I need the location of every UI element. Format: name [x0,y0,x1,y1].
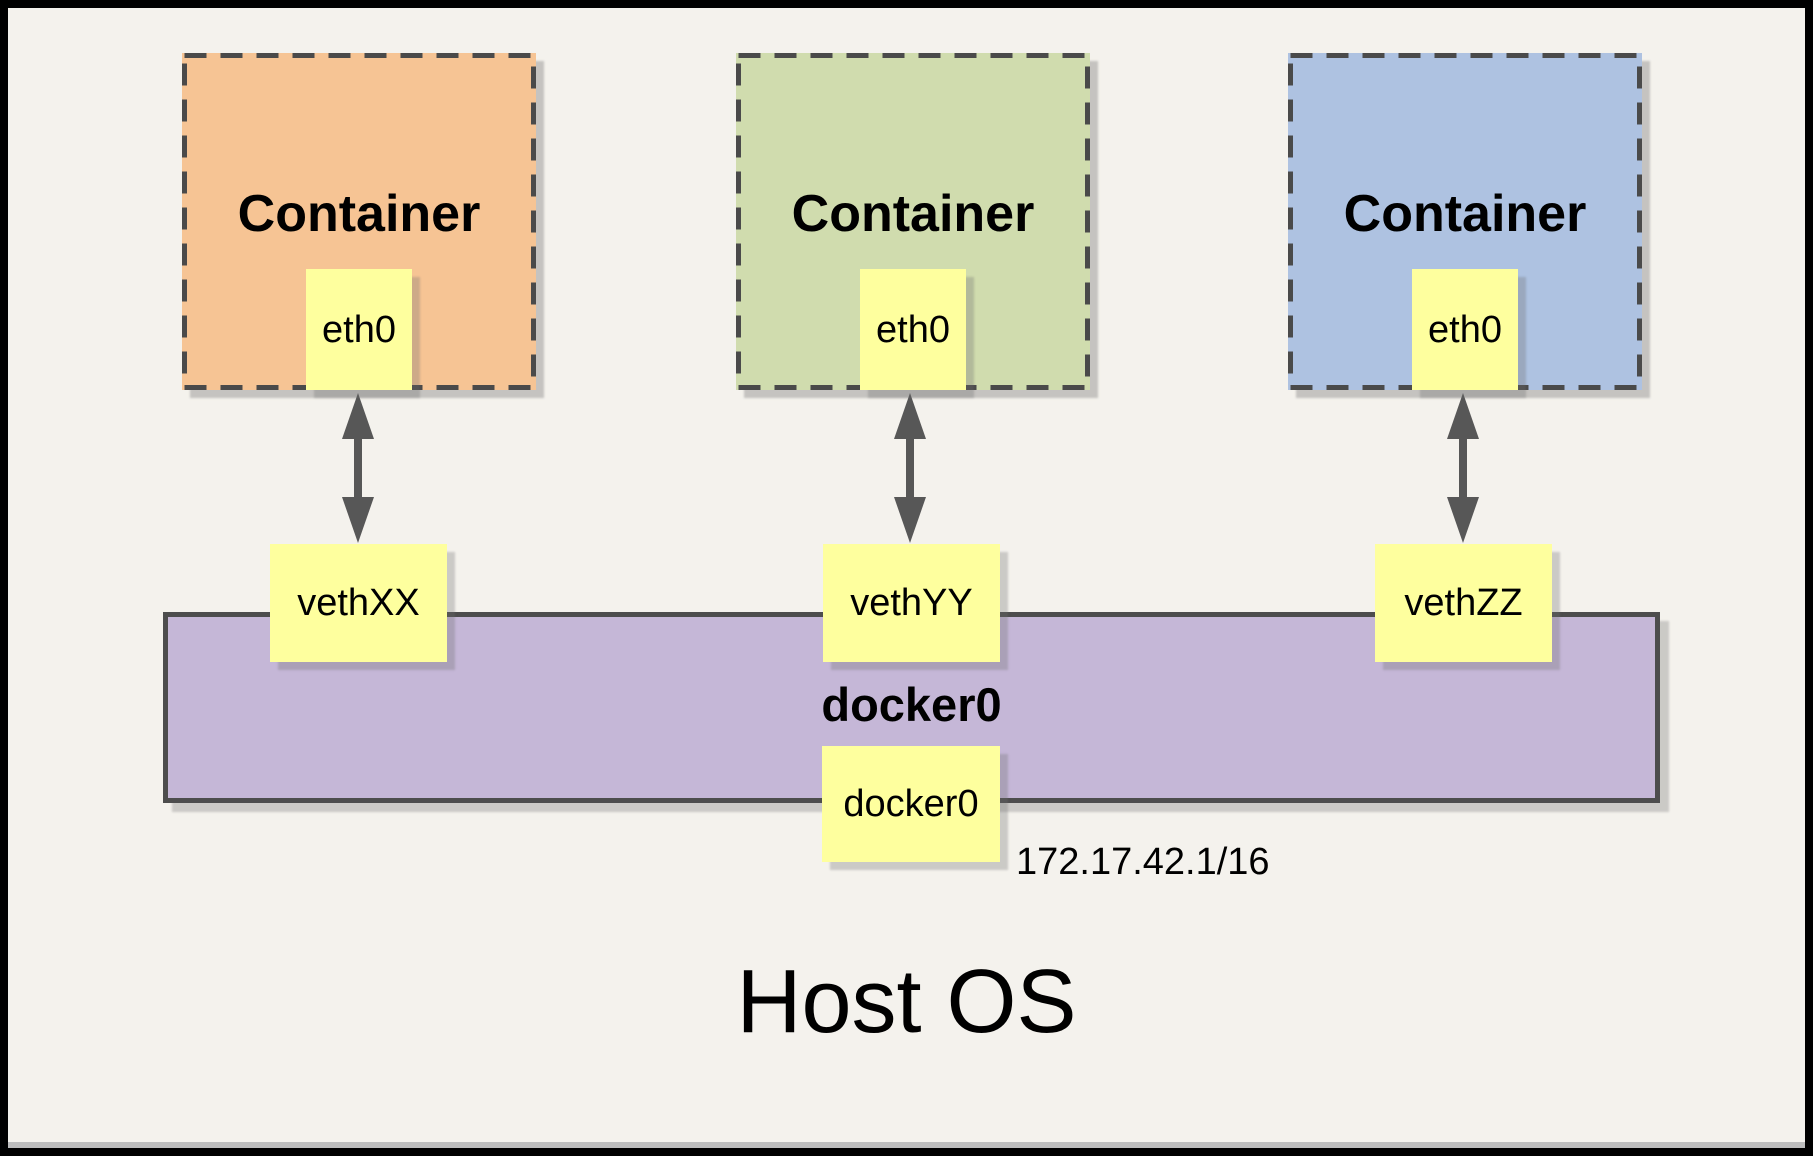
eth0-interface-box: eth0 [860,269,966,390]
container-box-1: Container eth0 [182,53,536,390]
container-dashed-border [736,53,1090,390]
veth-connection-arrow-icon [1447,393,1479,543]
container-box-2: Container eth0 [736,53,1090,390]
container-title: Container [791,185,1035,243]
veth-endpoint-box: vethZZ [1375,544,1552,662]
container-title: Container [237,185,481,243]
eth0-interface-box: eth0 [1412,269,1518,390]
eth0-interface-box: eth0 [306,269,412,390]
docker0-bridge-label: docker0 [821,678,1002,731]
veth-connection-arrow-icon [342,393,374,543]
veth-endpoint-box: vethYY [823,544,1000,662]
bridge-ip-cidr: 172.17.42.1/16 [1016,841,1270,883]
docker0-interface-box: docker0 [822,746,1000,862]
host-os-label: Host OS [736,952,1077,1052]
container-box-3: Container eth0 [1288,53,1642,390]
container-dashed-border [182,53,536,390]
veth-endpoint-box: vethXX [270,544,447,662]
container-dashed-border [1288,53,1642,390]
veth-connection-arrow-icon [894,393,926,543]
container-title: Container [1343,185,1587,243]
